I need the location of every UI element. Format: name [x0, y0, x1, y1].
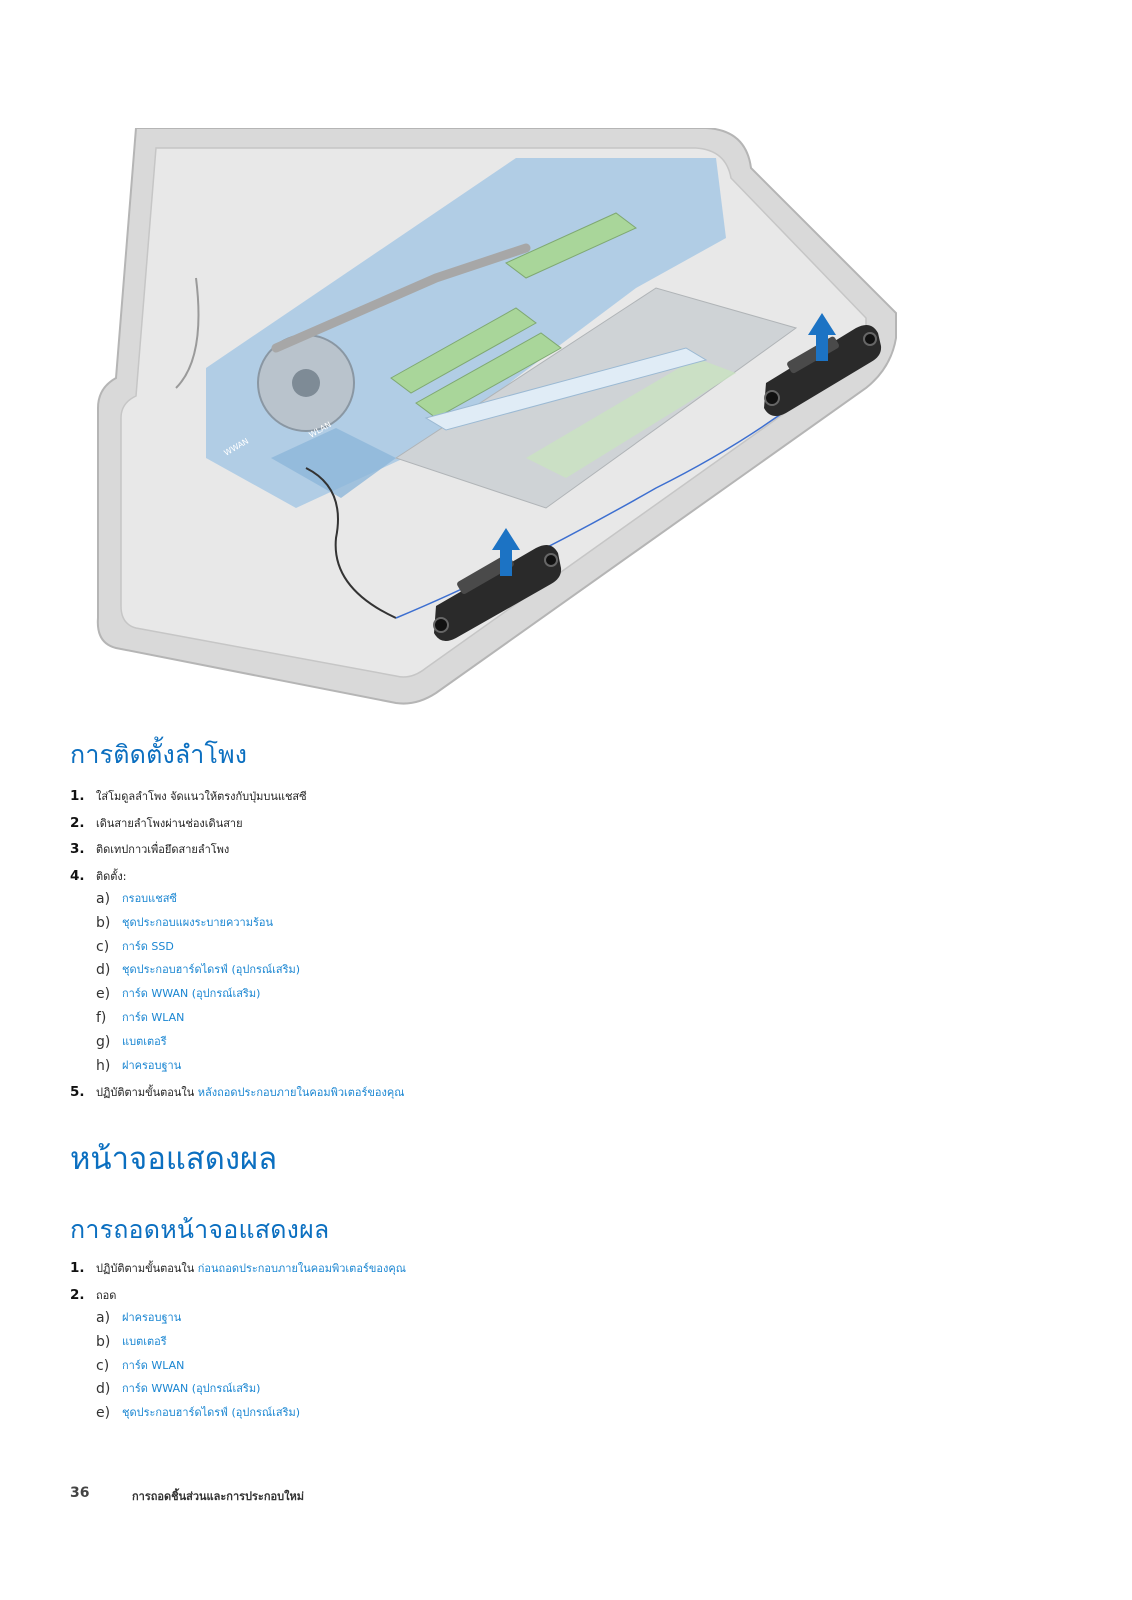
remove-item-a: a) ฝาครอบฐาน — [70, 1309, 970, 1333]
step-number: 5. — [70, 1084, 85, 1100]
install-speaker-heading: การติดตั้งลำโพง — [70, 740, 248, 769]
remove-item-e: e) ชุดประกอบฮาร์ดไดรฟ์ (อุปกรณ์เสริม) — [70, 1404, 970, 1428]
item-letter: a) — [96, 891, 111, 907]
lift-arrow-left-icon — [492, 528, 520, 576]
remove-step-1: 1. ปฏิบัติตามขั้นตอนใน ก่อนถอดประกอบภายใ… — [70, 1259, 970, 1286]
item-letter: d) — [96, 962, 111, 979]
remove-step-2: 2. ถอด — [70, 1286, 970, 1313]
step-text: เดินสายลำโพงผ่านช่องเดินสาย — [96, 816, 243, 830]
link-wlan-card[interactable]: การ์ด WLAN — [122, 1010, 185, 1024]
step-text: ติดตั้ง: — [96, 869, 127, 883]
link-battery[interactable]: แบตเตอรี — [122, 1334, 167, 1348]
remove-display-heading: การถอดหน้าจอแสดงผล — [70, 1215, 330, 1244]
display-heading: หน้าจอแสดงผล — [70, 1141, 278, 1177]
step-number: 4. — [70, 867, 85, 884]
link-wlan-card[interactable]: การ์ด WLAN — [122, 1358, 185, 1372]
link-after-working-inside[interactable]: หลังถอดประกอบภายในคอมพิวเตอร์ของคุณ — [197, 1086, 405, 1099]
lift-arrow-right-icon — [808, 313, 836, 361]
item-letter: c) — [96, 938, 110, 955]
step-number: 1. — [70, 788, 85, 804]
install-step-2: 2. เดินสายลำโพงผ่านช่องเดินสาย — [70, 814, 970, 841]
install-step-4: 4. ติดตั้ง: — [70, 867, 970, 894]
step-text: ปฏิบัติตามขั้นตอนใน ก่อนถอดประกอบภายในคอ… — [96, 1260, 406, 1278]
install-item-c: c) การ์ด SSD — [70, 938, 970, 962]
item-letter: f) — [96, 1009, 107, 1026]
install-component-list: a)กรอบแชสซี b)ชุดประกอบแผงระบายความร้อน … — [70, 890, 970, 1080]
step-number: 2. — [70, 814, 85, 831]
install-item-a: a) กรอบแชสซี — [70, 890, 970, 914]
item-letter: e) — [96, 1405, 111, 1422]
item-letter: b) — [96, 914, 111, 931]
link-hard-drive[interactable]: ชุดประกอบฮาร์ดไดรฟ์ (อุปกรณ์เสริม) — [122, 1406, 301, 1420]
install-item-b: b) ชุดประกอบแผงระบายความร้อน — [70, 914, 970, 938]
install-step-1: 1. ใส่โมดูลลำโพง จัดแนวให้ตรงกับปุ่มบนแช… — [70, 787, 970, 814]
item-letter: g) — [96, 1033, 111, 1050]
link-battery[interactable]: แบตเตอรี — [122, 1034, 167, 1048]
install-steps-final: 5. ปฏิบัติตามขั้นตอนใน หลังถอดประกอบภายใ… — [70, 1083, 970, 1110]
install-step-3: 3. ติดเทปกาวเพื่อยึดสายลำโพง — [70, 840, 970, 867]
link-base-cover[interactable]: ฝาครอบฐาน — [122, 1058, 182, 1072]
item-letter: h) — [96, 1057, 111, 1074]
step-number: 2. — [70, 1286, 85, 1303]
install-item-d: d) ชุดประกอบฮาร์ดไดรฟ์ (อุปกรณ์เสริม) — [70, 961, 970, 985]
speaker-removal-illustration: WWAN WLAN — [96, 128, 897, 705]
step-number: 1. — [70, 1260, 85, 1276]
item-letter: b) — [96, 1333, 111, 1350]
install-item-f: f) การ์ด WLAN — [70, 1009, 970, 1033]
remove-component-list: a) ฝาครอบฐาน b) แบตเตอรี c) การ์ด WLAN d) กา… — [70, 1309, 970, 1428]
link-before-working-inside[interactable]: ก่อนถอดประกอบภายในคอมพิวเตอร์ของคุณ — [197, 1262, 406, 1275]
install-step-5: 5. ปฏิบัติตามขั้นตอนใน หลังถอดประกอบภายใ… — [70, 1083, 970, 1110]
step-text: ติดเทปกาวเพื่อยึดสายลำโพง — [96, 843, 230, 856]
item-letter: d) — [96, 1381, 111, 1398]
step-text: ใส่โมดูลลำโพง จัดแนวให้ตรงกับปุ่มบนแชสซี — [96, 790, 307, 803]
link-ssd-card[interactable]: การ์ด SSD — [122, 939, 174, 953]
install-item-g: g) แบตเตอรี — [70, 1033, 970, 1057]
item-letter: c) — [96, 1357, 110, 1374]
step-text-prefix: ปฏิบัติตามขั้นตอนใน — [96, 1262, 198, 1275]
link-heatsink[interactable]: ชุดประกอบแผงระบายความร้อน — [122, 915, 273, 929]
remove-item-d: d) การ์ด WWAN (อุปกรณ์เสริม) — [70, 1380, 970, 1404]
link-chassis-frame[interactable]: กรอบแชสซี — [122, 892, 177, 905]
speaker-left — [433, 544, 562, 642]
link-hard-drive[interactable]: ชุดประกอบฮาร์ดไดรฟ์ (อุปกรณ์เสริม) — [122, 963, 301, 977]
step-number: 3. — [70, 841, 85, 857]
link-wwan-card[interactable]: การ์ด WWAN (อุปกรณ์เสริม) — [122, 987, 261, 1001]
install-item-e: e) การ์ด WWAN (อุปกรณ์เสริม) — [70, 985, 970, 1009]
step-text-prefix: ปฏิบัติตามขั้นตอนใน — [96, 1086, 198, 1099]
remove-steps: 1. ปฏิบัติตามขั้นตอนใน ก่อนถอดประกอบภายใ… — [70, 1259, 970, 1312]
step-text: ถอด — [96, 1288, 117, 1302]
install-steps: 1. ใส่โมดูลลำโพง จัดแนวให้ตรงกับปุ่มบนแช… — [70, 787, 970, 893]
link-wwan-card[interactable]: การ์ด WWAN (อุปกรณ์เสริม) — [122, 1382, 261, 1396]
remove-item-c: c) การ์ด WLAN — [70, 1357, 970, 1381]
step-text: ปฏิบัติตามขั้นตอนใน หลังถอดประกอบภายในคอ… — [96, 1084, 404, 1102]
item-letter: a) — [96, 1310, 111, 1326]
remove-item-b: b) แบตเตอรี — [70, 1333, 970, 1357]
install-item-h: h) ฝาครอบฐาน — [70, 1057, 970, 1081]
item-letter: e) — [96, 986, 111, 1003]
page-number: 36 — [70, 1485, 90, 1501]
link-base-cover[interactable]: ฝาครอบฐาน — [122, 1311, 182, 1324]
footer-chapter-title: การถอดชิ้นส่วนและการประกอบใหม่ — [132, 1490, 304, 1503]
